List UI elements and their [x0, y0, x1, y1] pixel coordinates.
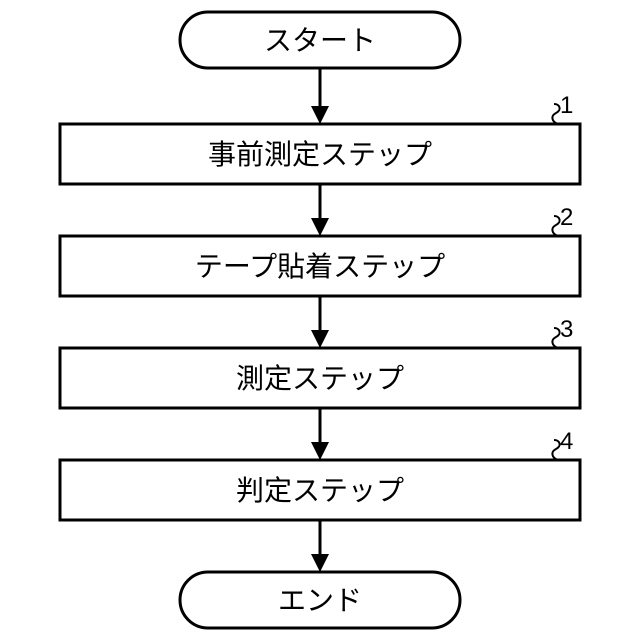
step-3-label: 測定ステップ	[236, 362, 404, 395]
step-2-ref-leader	[552, 216, 559, 236]
end-terminal: エンド	[180, 572, 460, 628]
step-1-ref-leader	[552, 104, 559, 124]
step-4-ref-leader	[552, 440, 559, 460]
arrow-step-3-to-step-4	[311, 408, 329, 460]
step-1-label: 事前測定ステップ	[208, 138, 432, 171]
start-terminal: スタート	[180, 12, 460, 68]
arrow-step-1-to-step-2	[311, 184, 329, 236]
step-3-ref-leader	[552, 328, 559, 348]
step-1-ref-number: 1	[560, 92, 573, 119]
arrow-step-2-to-step-3	[311, 296, 329, 348]
arrow-start-to-step-1	[311, 68, 329, 124]
step-2-label: テープ貼着ステップ	[195, 250, 445, 283]
step-2-ref-number: 2	[560, 204, 573, 231]
end-label: エンド	[278, 584, 362, 617]
arrow-step-4-to-end	[311, 520, 329, 572]
step-3-ref-number: 3	[560, 316, 573, 343]
step-4-label: 判定ステップ	[236, 474, 404, 507]
step-4-ref-number: 4	[560, 428, 573, 455]
start-label: スタート	[264, 24, 376, 57]
